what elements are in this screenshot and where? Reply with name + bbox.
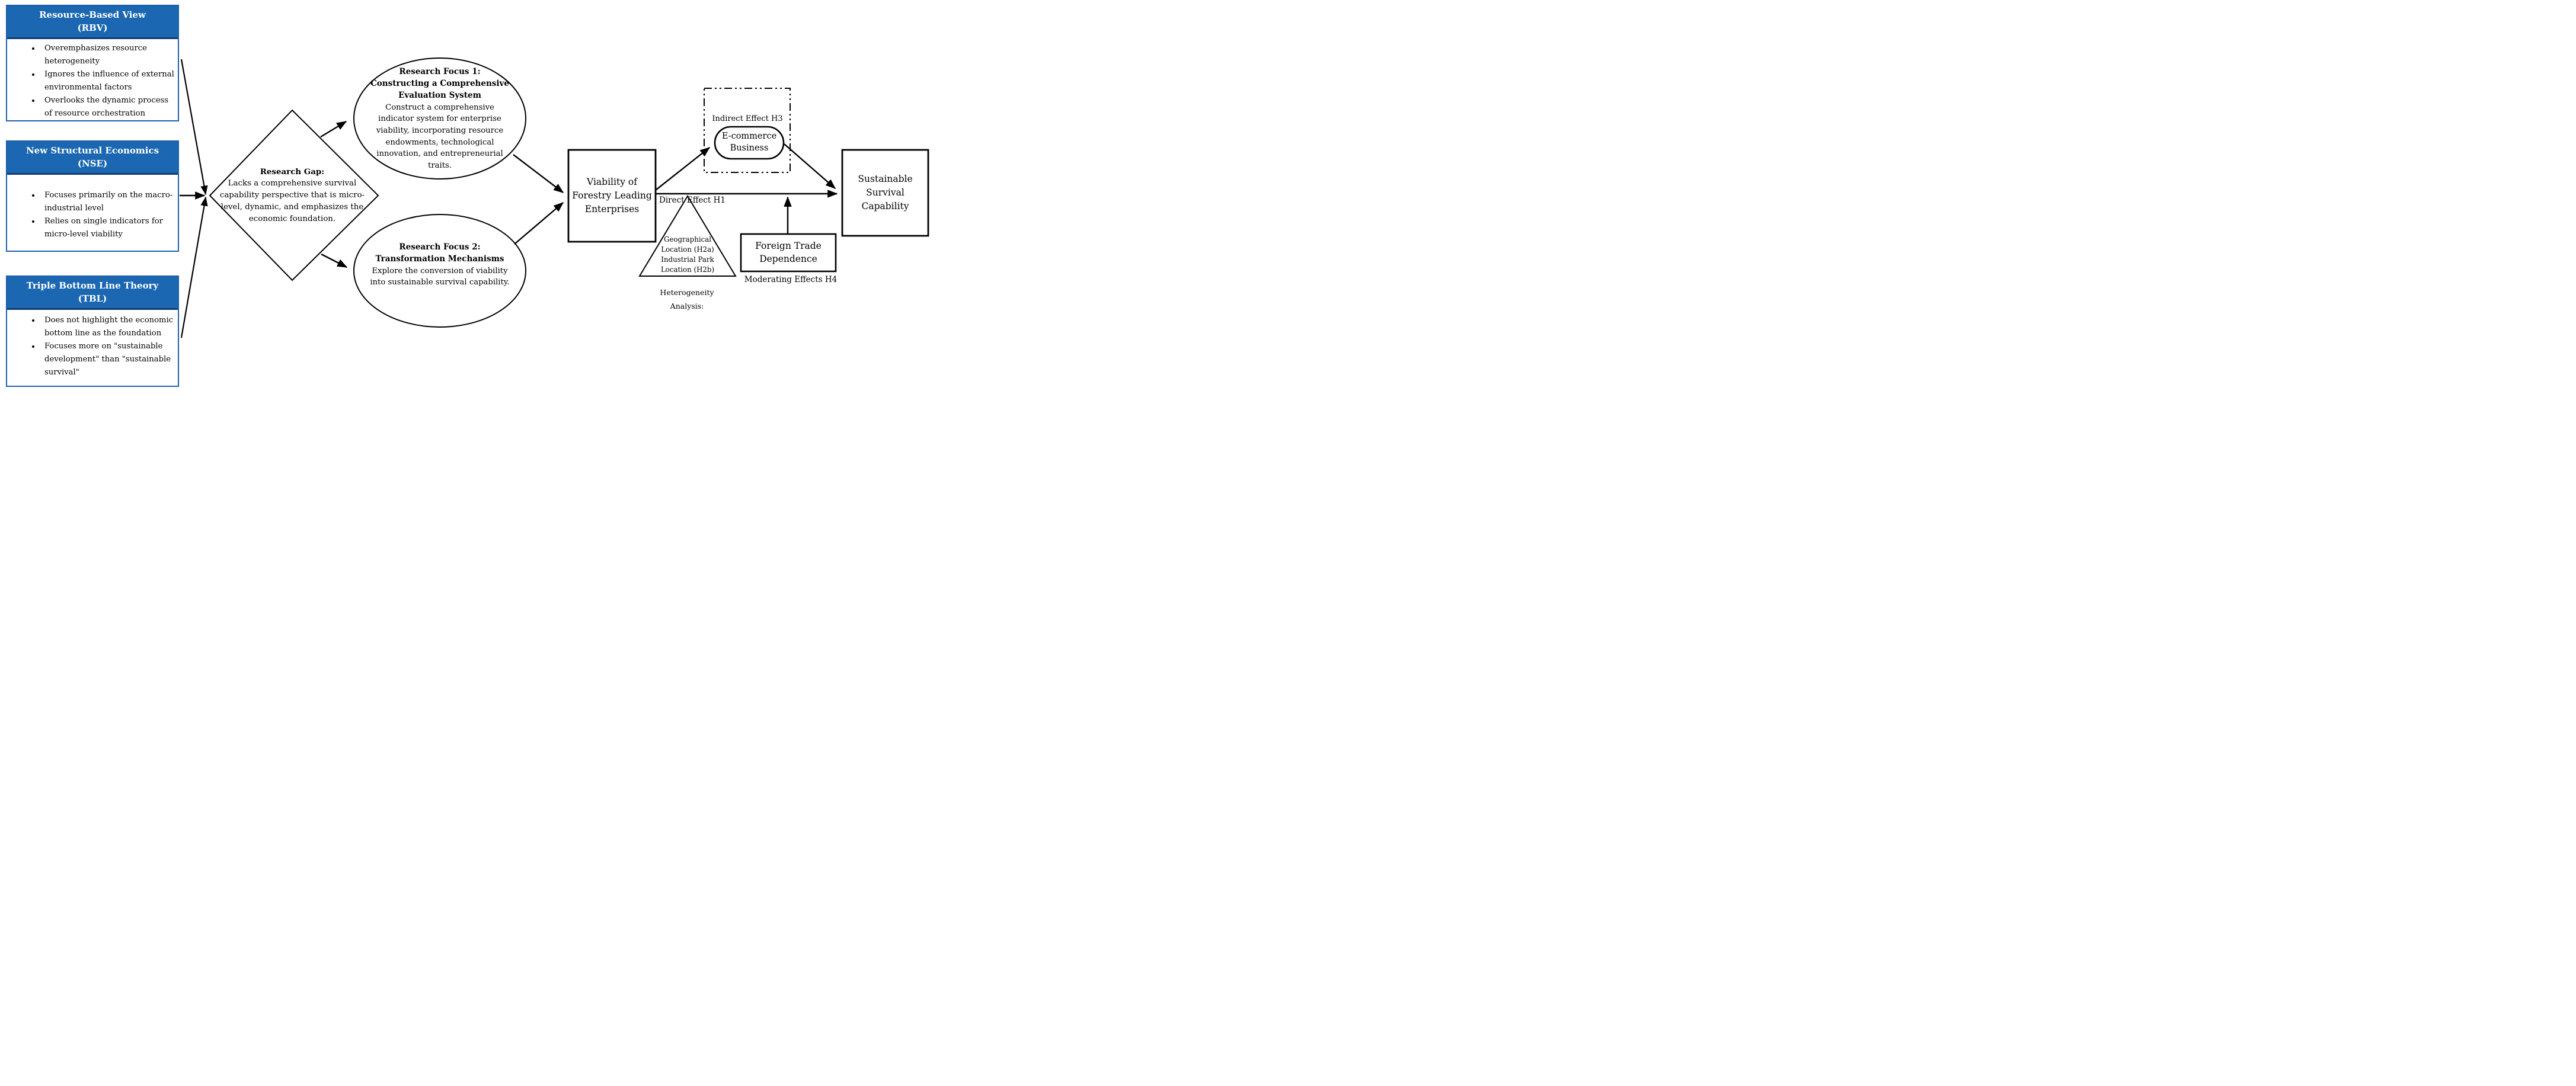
bullet-item: Does not highlight the economic bottom l… xyxy=(40,314,175,340)
research-gap-diamond xyxy=(209,109,379,281)
theory-box-tbl-header: Triple Bottom Line Theory (TBL) xyxy=(7,277,178,310)
theory-box-nse-header: New Structural Economics (NSE) xyxy=(7,142,178,175)
theory-box-nse-body: Focuses primarily on the macro-industria… xyxy=(7,175,178,241)
research-focus-1-title-line3: Evaluation System xyxy=(398,90,481,100)
bullet-item: Overlooks the dynamic process of resourc… xyxy=(40,94,175,120)
diagram-shapes-svg xyxy=(180,57,929,338)
sustainable-box-label: Sustainable Survival Capability xyxy=(858,173,913,212)
heterogeneity-analysis-line1: Heterogeneity xyxy=(660,288,714,297)
moderating-effects-label: Moderating Effects H4 xyxy=(744,275,838,284)
theory-box-rbv-title-line2: (RBV) xyxy=(77,22,108,33)
research-focus-1-body: Construct a comprehensive indicator syst… xyxy=(376,102,504,170)
theory-box-rbv: Resource-Based View (RBV) Overemphasizes… xyxy=(6,5,179,121)
research-focus-2-text: Research Focus 2: Transformation Mechani… xyxy=(366,241,514,289)
research-focus-2-title-line1: Research Focus 2: xyxy=(399,242,481,252)
indirect-effect-label: Indirect Effect H3 xyxy=(712,114,783,123)
theory-box-tbl: Triple Bottom Line Theory (TBL) Does not… xyxy=(6,275,179,387)
ecommerce-node xyxy=(714,126,785,160)
research-gap-body: Lacks a comprehensive survival capabilit… xyxy=(219,179,365,224)
bullet-item: Focuses more on "sustainable development… xyxy=(40,340,175,379)
bullet-item: Overemphasizes resource heterogeneity xyxy=(40,42,175,68)
theory-box-tbl-list: Does not highlight the economic bottom l… xyxy=(7,310,178,379)
location-triangle xyxy=(638,195,737,277)
ecommerce-node-label: E-commerce Business xyxy=(721,132,777,153)
research-focus-2-body: Explore the conversion of viability into… xyxy=(370,266,510,287)
theory-box-nse-list: Focuses primarily on the macro-industria… xyxy=(7,175,178,241)
direct-effect-label: Direct Effect H1 xyxy=(659,196,726,205)
sustainable-box-label-wrap: Sustainable Survival Capability xyxy=(843,151,927,235)
foreign-trade-box-label: Foreign Trade Dependence xyxy=(755,240,822,264)
connector-rbv-to-gap xyxy=(180,59,208,196)
connector-focus1-to-viability xyxy=(513,154,564,193)
research-focus-2-ellipse xyxy=(353,214,526,328)
research-focus-1-text: Research Focus 1: Constructing a Compreh… xyxy=(369,66,510,171)
bullet-item: Focuses primarily on the macro-industria… xyxy=(40,189,175,215)
indirect-effect-region xyxy=(704,88,791,173)
research-focus-1-title-line2: Constructing a Comprehensive xyxy=(370,78,509,88)
research-gap-text: Research Gap: Lacks a comprehensive surv… xyxy=(212,166,373,226)
theory-box-rbv-body: Overemphasizes resource heterogeneity Ig… xyxy=(7,39,178,120)
research-focus-1-title-line1: Research Focus 1: xyxy=(399,67,481,76)
research-framework-diagram: Resource-Based View (RBV) Overemphasizes… xyxy=(0,0,929,392)
connector-ecommerce-to-sustainable xyxy=(784,143,836,189)
theory-box-tbl-body: Does not highlight the economic bottom l… xyxy=(7,310,178,379)
research-focus-1-ellipse xyxy=(353,57,526,180)
research-gap-title: Research Gap: xyxy=(260,167,325,177)
foreign-trade-box-label-wrap: Foreign Trade Dependence xyxy=(742,235,835,270)
bullet-item: Relies on single indicators for micro-le… xyxy=(40,215,175,241)
foreign-trade-box xyxy=(740,233,837,273)
theory-box-rbv-header: Resource-Based View (RBV) xyxy=(7,6,178,39)
theory-box-tbl-title-line1: Triple Bottom Line Theory xyxy=(26,280,159,291)
ecommerce-node-label-wrap: E-commerce Business xyxy=(715,127,784,159)
research-focus-2-title-line2: Transformation Mechanisms xyxy=(375,254,504,264)
connector-tbl-to-gap xyxy=(180,196,208,338)
sustainable-box xyxy=(841,149,929,237)
theory-box-tbl-title-line2: (TBL) xyxy=(78,293,107,304)
bullet-item: Ignores the influence of external enviro… xyxy=(40,68,175,94)
theory-box-rbv-title-line1: Resource-Based View xyxy=(39,9,146,20)
viability-box-label: Viability of Forestry Leading Enterprise… xyxy=(572,176,652,215)
theory-box-nse-title-line1: New Structural Economics xyxy=(25,145,159,156)
theory-box-rbv-list: Overemphasizes resource heterogeneity Ig… xyxy=(7,39,178,120)
heterogeneity-analysis-label: Heterogeneity Analysis: xyxy=(651,286,723,313)
theory-box-nse: New Structural Economics (NSE) Focuses p… xyxy=(6,140,179,252)
viability-box xyxy=(567,149,657,243)
connector-viability-to-ecommerce xyxy=(655,147,711,191)
connector-gap-to-focus2 xyxy=(321,253,348,268)
heterogeneity-analysis-line2: Analysis: xyxy=(670,302,704,310)
theory-box-nse-title-line2: (NSE) xyxy=(77,158,108,169)
location-triangle-label: Geographical Location (H2a) Industrial P… xyxy=(660,235,715,274)
connector-gap-to-focus1 xyxy=(320,120,347,138)
viability-box-label-wrap: Viability of Forestry Leading Enterprise… xyxy=(570,151,654,241)
connector-focus2-to-viability xyxy=(514,202,564,245)
